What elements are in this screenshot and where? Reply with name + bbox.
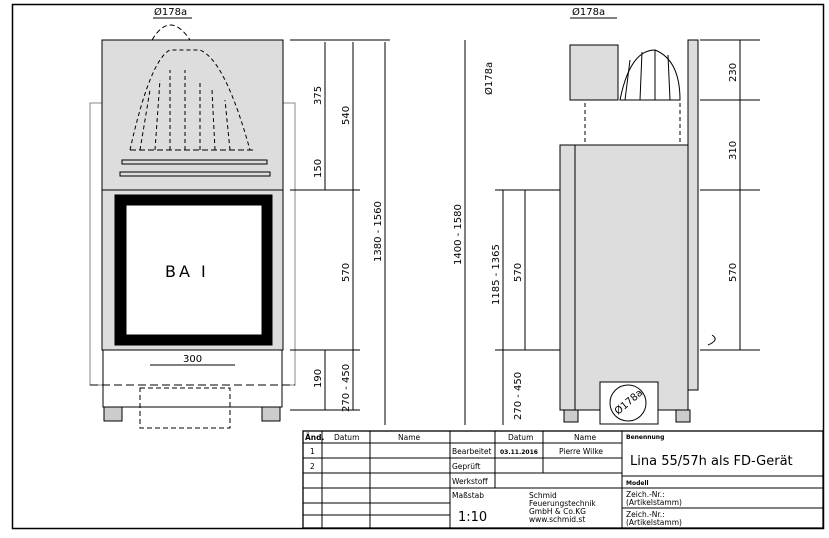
rev-1: 1 — [310, 447, 315, 456]
dim-1400-1580: 1400 - 1580 — [453, 204, 464, 265]
label-massstab: Maßstab — [452, 491, 484, 500]
dim-270-450: 270 - 450 — [341, 364, 352, 412]
label-bearbeitet: Bearbeitet — [452, 447, 491, 456]
dim-150: 150 — [313, 159, 324, 178]
zeich-nr-2: Zeich.-Nr.: — [626, 510, 665, 519]
dim-570-right: 570 — [728, 263, 739, 282]
dim-540: 540 — [341, 106, 352, 125]
bearbeitet-date: 03.11.2016 — [500, 449, 538, 456]
dim-190: 190 — [313, 369, 324, 388]
door-glass — [125, 204, 263, 336]
dim-570-side: 570 — [513, 263, 524, 282]
heat-exchanger-outline — [129, 49, 251, 151]
zeich-nr-1: Zeich.-Nr.: — [626, 490, 665, 499]
company-line-3: GmbH & Co.KG — [529, 507, 586, 516]
side-flue-box — [569, 44, 619, 101]
company-line-1: Schmid — [529, 491, 557, 500]
front-base — [102, 349, 283, 408]
bearbeitet-name: Pierre Wilke — [559, 447, 603, 456]
company-website: www.schmid.st — [529, 515, 585, 524]
artikelstamm-1: (Artikelstamm) — [626, 498, 682, 507]
company-line-2: Feuerungstechnik — [529, 499, 596, 508]
air-inlet — [139, 387, 231, 429]
dim-230: 230 — [728, 63, 739, 82]
title-block: Änd. Datum Name Datum Name Benennung 1 2… — [302, 430, 824, 529]
dim-1380-1560: 1380 - 1560 — [373, 201, 384, 262]
label-geprueft: Geprüft — [452, 462, 481, 471]
flue-dome — [151, 24, 191, 41]
drawing-title: Lina 55/57h als FD-Gerät — [630, 454, 793, 469]
header-benennung: Benennung — [626, 434, 664, 441]
side-flue-diameter-top: Ø178a — [572, 6, 605, 18]
front-view: Ø178a 300 375 540 150 570 1380 - 1560 19… — [89, 6, 390, 429]
dim-270-450-side: 270 - 450 — [513, 372, 524, 420]
dim-1185-1365: 1185 - 1365 — [491, 244, 502, 305]
front-top-box — [101, 39, 284, 191]
label-werkstoff: Werkstoff — [452, 477, 488, 486]
rev-2: 2 — [310, 462, 315, 471]
dim-375: 375 — [313, 86, 324, 105]
header-name: Name — [398, 433, 421, 442]
header-name-2: Name — [574, 433, 597, 442]
front-label: BA I — [165, 262, 209, 281]
side-body — [559, 144, 689, 411]
side-flue-diameter-side: Ø178a — [483, 62, 495, 95]
label-modell: Modell — [626, 480, 649, 487]
scale-value: 1:10 — [458, 510, 487, 525]
heat-exchanger-ribs — [139, 70, 231, 151]
header-aend: Änd. — [305, 433, 325, 442]
header-datum: Datum — [334, 433, 359, 442]
side-view: Ø178a Ø178a Ø178a 1400 - 1580 1185 - 136… — [453, 6, 760, 425]
dim-570: 570 — [341, 263, 352, 282]
header-datum-2: Datum — [508, 433, 533, 442]
dim-300: 300 — [183, 354, 202, 365]
front-flue-diameter: Ø178a — [154, 6, 187, 18]
artikelstamm-2: (Artikelstamm) — [626, 518, 682, 527]
dim-310: 310 — [728, 141, 739, 160]
